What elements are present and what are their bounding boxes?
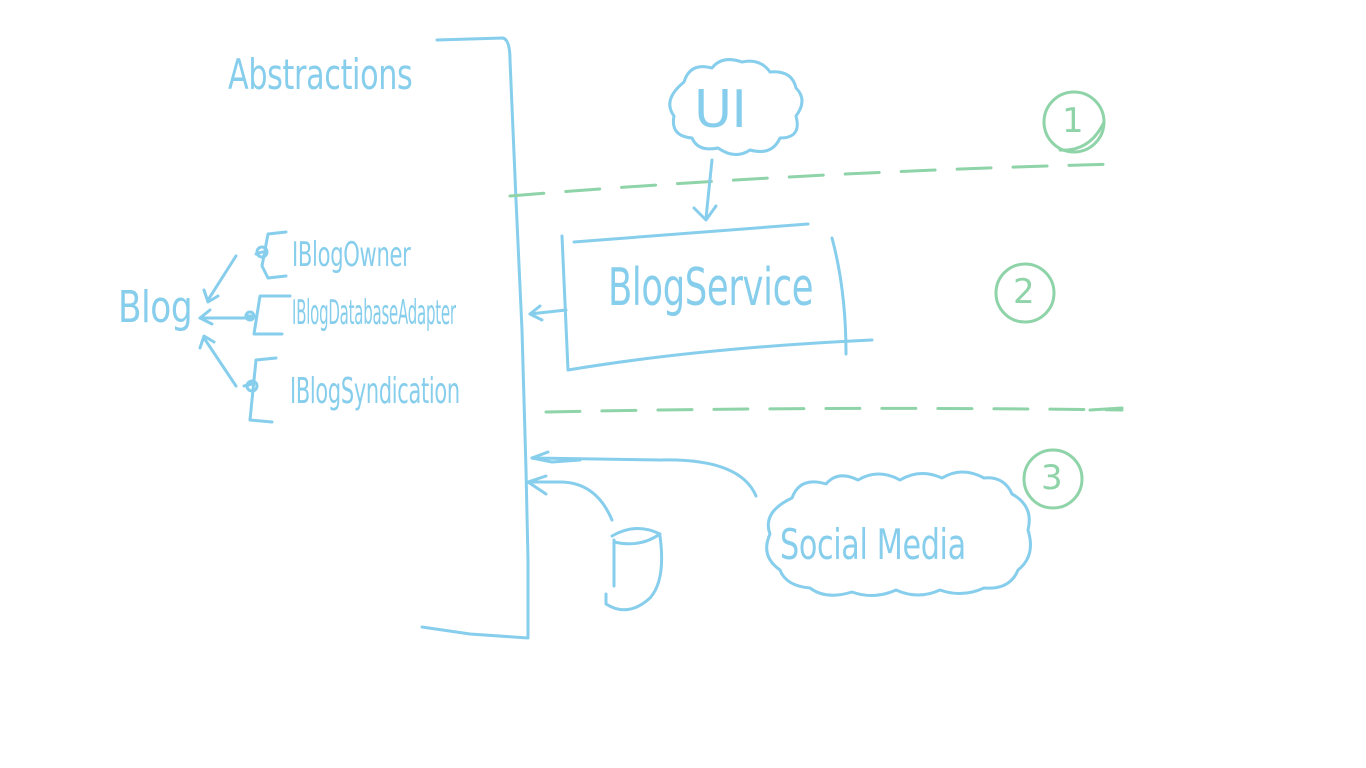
blog-arrow-owner — [206, 254, 238, 302]
blog-arrow-owner-head — [202, 288, 220, 304]
ui-to-service-arrowhead — [692, 204, 718, 222]
blog-service-box — [560, 222, 874, 372]
service-to-adapter-arrow — [528, 308, 568, 316]
layer-separator-lower-arrowhead — [1088, 406, 1124, 412]
lollipop-owner — [254, 230, 288, 280]
abstractions-boundary — [420, 36, 530, 640]
service-to-adapter-arrowhead — [528, 304, 544, 322]
ui-to-service-arrow — [704, 158, 714, 220]
blog-arrow-adapter-head — [198, 308, 214, 326]
database-to-boundary-arrowhead — [526, 474, 548, 496]
lollipop-adapter-ball — [244, 310, 256, 322]
interface-iblogsyndication-label: IBlogSyndication — [290, 371, 460, 412]
blog-label: Blog — [118, 282, 193, 333]
social-to-boundary-arrow — [530, 456, 758, 498]
blog-arrow-syndication-head — [198, 334, 216, 350]
layer-separator-upper — [508, 162, 1120, 198]
social-media-label: Social Media — [780, 520, 966, 569]
layer-2-number: 2 — [1013, 272, 1035, 312]
ui-cloud — [668, 58, 804, 156]
database-to-boundary-arrow — [526, 480, 614, 522]
database-cylinder — [604, 527, 664, 612]
layer-1-number: 1 — [1062, 101, 1084, 141]
layer-3-circle — [1022, 448, 1084, 510]
blog-service-label: BlogService — [608, 258, 814, 318]
abstractions-label: Abstractions — [228, 50, 413, 99]
social-media-cloud — [765, 470, 1032, 597]
lollipop-syndication-ball — [245, 379, 259, 393]
interface-iblogdatabaseadapter-label: IBlogDatabaseAdapter — [292, 293, 456, 333]
layer-separator-lower — [544, 406, 1124, 414]
blog-arrow-syndication — [202, 336, 238, 388]
layer-3-number: 3 — [1041, 458, 1063, 498]
interface-iblogowner-label: IBlogOwner — [292, 235, 411, 275]
layer-1-tail — [1058, 120, 1106, 152]
ui-label: UI — [694, 80, 747, 140]
lollipop-owner-ball — [255, 245, 269, 259]
layer-2-circle — [994, 262, 1056, 324]
social-to-boundary-arrowhead — [530, 450, 582, 464]
